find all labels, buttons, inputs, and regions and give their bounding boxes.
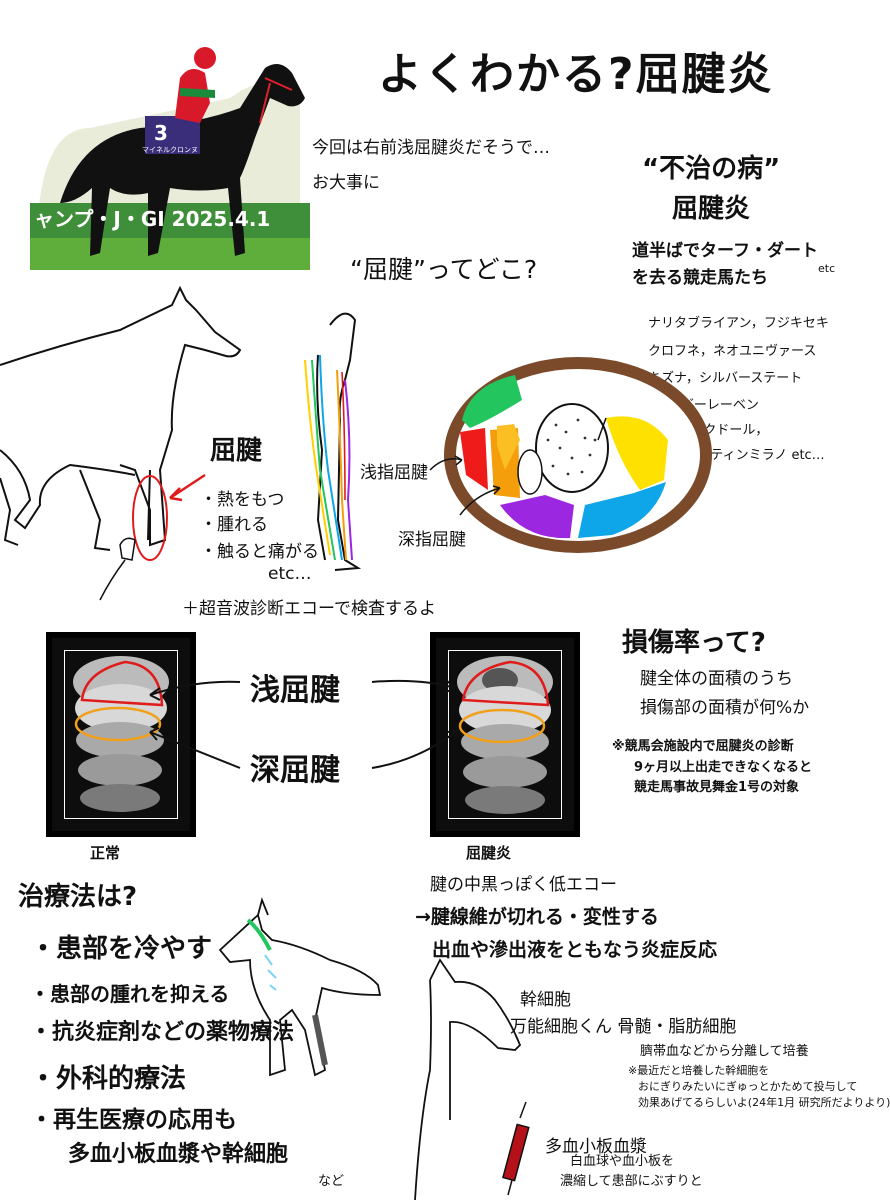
horse-list-2: クロフネ，ネオユニヴァース [648,344,817,359]
stem-cell-note-3: 効果あげてるらしいよ(24年1月 研究所だよりより) [638,1096,890,1109]
stem-cell-line-2: 臍帯血などから分離して培養 [640,1044,809,1059]
incurable-subtitle: 道半ばでターフ・ダートを去る競走馬たち [632,241,818,288]
treatment-4: ・外科的療法 [30,1064,187,1094]
treatment-5: ・再生医療の応用も [30,1107,237,1133]
tendinitis-echo-note: 腱の中黒っぽく低エコー [430,875,617,895]
racehorse-illustration: 3 マイネルクロンヌ ャンプ・J・GI 2025.4.1 [30,28,310,270]
stem-cell-heading: 幹細胞 [520,990,571,1010]
prp-line-1: 白血球や血小板を [570,1154,675,1169]
symptoms-etc: etc… [268,564,312,584]
prp-heading: 多血小板血漿 [545,1137,647,1157]
symptoms-heading: 屈腱 [210,436,263,466]
treatment-3: ・抗炎症剤などの薬物療法 [30,1020,295,1045]
saddle-name: マイネルクロンヌ [142,146,198,154]
photo-banner: ャンプ・J・GI 2025.4.1 [34,207,270,231]
ultrasound-overlays [73,656,553,814]
incurable-title-1: “不治の病” [642,154,781,184]
injury-rate-line-2: 損傷部の面積が何%か [640,698,810,718]
where-question: “屈腱”ってどこ? [350,255,538,284]
incurable-etc: etc [818,262,836,275]
racehorse-photo: 3 マイネルクロンヌ ャンプ・J・GI 2025.4.1 [30,28,310,270]
intro-line-2: お大事に [312,173,380,193]
caption-normal: 正常 [90,844,121,862]
treatment-heading: 治療法は? [18,882,138,912]
caption-tendinitis: 屈腱炎 [466,844,512,862]
incurable-title-2: 屈腱炎 [672,194,751,224]
label-superficial-digital-flexor: 浅指屈腱 [360,463,428,483]
anatomy-drawings [0,285,712,601]
symptom-2: ・腫れる [200,515,268,535]
injury-rate-line-1: 腱全体の面積のうち [640,669,793,689]
pathology-line-1: →腱線維が切れる・変性する [415,906,659,928]
us-label-deep: 深屈腱 [250,753,340,788]
treatment-1: ・患部を冷やす [30,934,213,964]
saddle-number: 3 [154,121,168,145]
symptom-1: ・熱をもつ [200,490,285,510]
treatment-nado: など [318,1174,345,1189]
injury-note-1: ※競馬会施設内で屈腱炎の診断 [612,739,794,754]
page-title: よくわかる?屈腱炎 [378,49,774,100]
injury-note-3: 競走馬事故見舞金1号の対象 [634,780,800,795]
symptom-3: ・触ると痛がる [200,542,319,562]
label-deep-digital-flexor: 深指屈腱 [398,530,466,550]
bottom-drawings [218,897,530,1200]
horse-list-1: ナリタブライアン，フジキセキ [648,316,829,331]
treatment-sub: 多血小板血漿や幹細胞 [68,1142,289,1167]
injury-note-2: 9ヶ月以上出走できなくなると [634,760,813,775]
treatment-2: ・患部の腫れを抑える [30,982,230,1006]
stem-cell-note-1: ※最近だと培養した幹細胞を [628,1064,770,1077]
stem-cell-note-2: おにぎりみたいにぎゅっとかためて投与して [638,1080,858,1093]
injury-rate-heading: 損傷率って? [622,628,766,658]
ultrasound-intro: ＋超音波診断エコーで検査するよ [182,599,436,619]
us-label-superficial: 浅屈腱 [250,673,340,708]
intro-line-1: 今回は右前浅屈腱炎だそうで… [312,138,550,158]
pathology-line-2: 出血や滲出液をともなう炎症反応 [432,939,718,961]
stem-cell-line-1: 万能細胞くん 骨髄・脂肪細胞 [510,1017,737,1037]
prp-line-2: 濃縮して患部にぶすりと [560,1174,703,1189]
horse-list-3: キズナ，シルバーステート [648,371,803,386]
